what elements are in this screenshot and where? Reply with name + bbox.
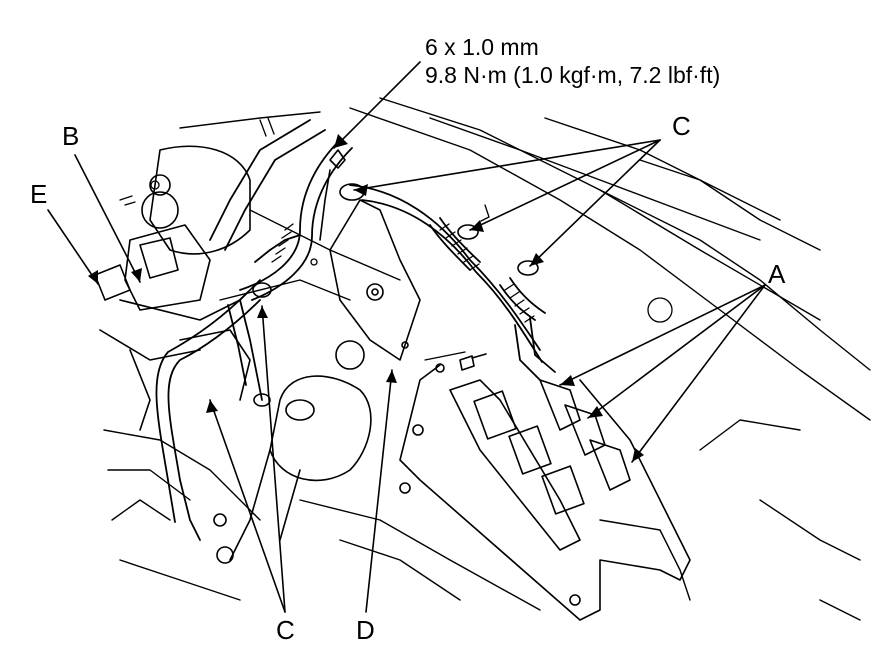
leader-c-top-2	[469, 139, 661, 231]
harness-bracket	[319, 149, 487, 371]
leader-d	[365, 369, 393, 613]
callout-c-bottom: C	[276, 615, 295, 645]
callout-b: B	[62, 121, 80, 151]
leader-c-top-1	[353, 139, 661, 191]
callout-e: E	[30, 179, 48, 209]
intake-component-cluster	[94, 145, 261, 431]
corrugated-sleeves	[271, 223, 535, 323]
leader-b	[74, 154, 141, 283]
torque-value-label: 9.8 N·m (1.0 kgf·m, 7.2 lbf·ft)	[425, 62, 721, 88]
callout-a: A	[768, 259, 786, 289]
bolt-size-label: 6 x 1.0 mm	[425, 34, 539, 60]
ecm-connector-plate	[399, 363, 691, 621]
leader-e	[47, 209, 99, 285]
arrowheads	[88, 134, 644, 462]
lower-engine-mount	[213, 340, 372, 564]
leader-a-2	[587, 284, 766, 419]
leader-c-bottom-1	[209, 399, 286, 613]
leader-a-1	[559, 284, 766, 386]
engine-background-lines	[103, 97, 871, 621]
leader-lines	[47, 61, 766, 613]
leader-c-bottom-2	[261, 305, 286, 613]
leader-a-3	[631, 284, 766, 463]
leader-c-top-3	[529, 139, 661, 267]
misc-hardware	[119, 117, 673, 361]
callout-c-top: C	[672, 111, 691, 141]
leader-bolt	[333, 61, 421, 149]
callout-d: D	[356, 615, 375, 645]
